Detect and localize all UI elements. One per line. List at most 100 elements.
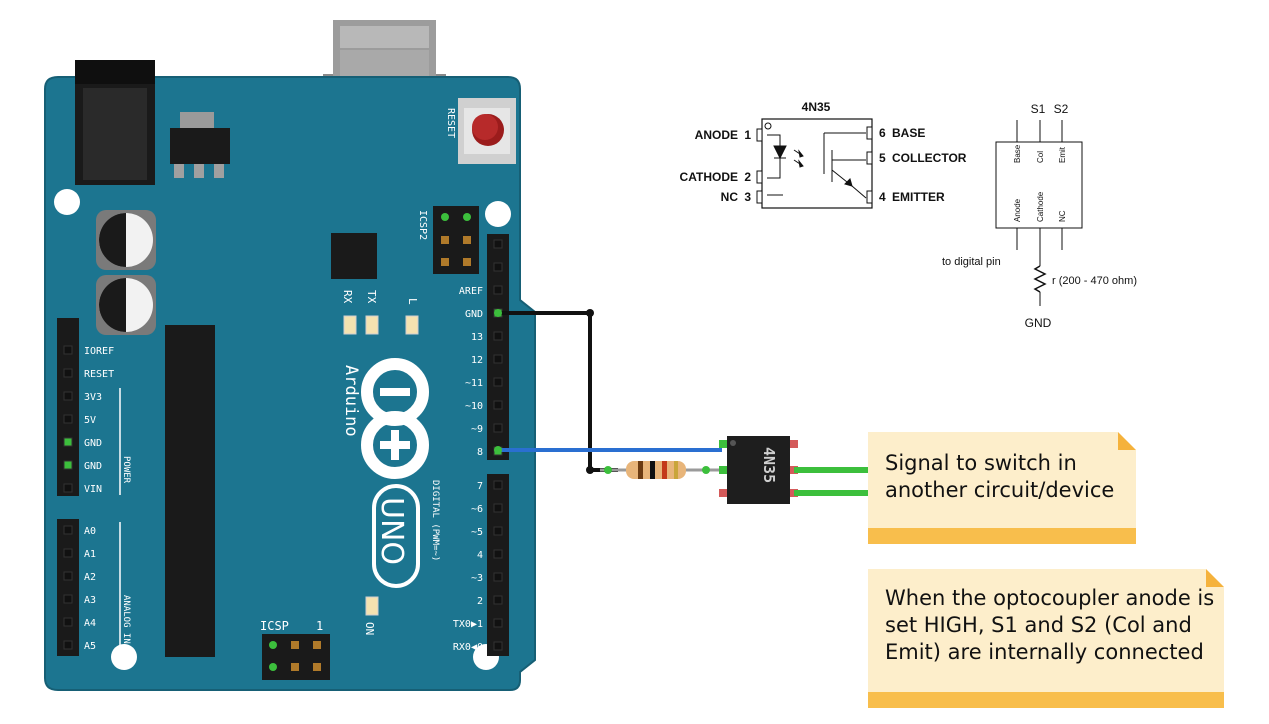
- pinout-pin-name: ANODE: [695, 128, 738, 142]
- optocoupler-chip: [719, 436, 798, 504]
- pinout-pin-number: 2: [744, 170, 751, 184]
- wire-end-pin8: [494, 446, 502, 454]
- pinout-pin-name: CATHODE: [680, 170, 738, 184]
- s1-label: S1: [1031, 102, 1046, 116]
- digital-pin-label: 2: [477, 596, 483, 607]
- analog-pin-label: A4: [84, 618, 96, 629]
- voltage-regulator: [170, 112, 230, 178]
- analog-pin-label: A2: [84, 572, 96, 583]
- analog-pin-label: A1: [84, 549, 96, 560]
- digital-pin-socket: [493, 285, 503, 295]
- l-led: [405, 315, 419, 335]
- digital-pin-label: ~11: [465, 378, 483, 389]
- power-pin-label: 5V: [84, 415, 96, 426]
- icsp2-label: ICSP2: [417, 210, 428, 240]
- pinout-title: 4N35: [802, 100, 831, 114]
- digital-pin-socket: [493, 262, 503, 272]
- analog-group-label: ANALOG IN: [121, 595, 131, 644]
- resistor-label: r (200 - 470 ohm): [1052, 275, 1137, 287]
- wire-end-gnd: [494, 309, 502, 317]
- power-pin-label: GND: [84, 438, 102, 449]
- simplified-body: [995, 141, 1083, 229]
- signal-note: Signal to switch in another circuit/devi…: [868, 432, 1136, 544]
- note-strip: [868, 692, 1224, 708]
- simplified-top-pin-label: Base: [1013, 144, 1022, 163]
- digital-pin-label: ~9: [471, 424, 483, 435]
- gnd-wire-bend: [586, 309, 594, 317]
- tx-led: [365, 315, 379, 335]
- digital-pin-socket: [493, 526, 503, 536]
- gnd-wire-bend: [586, 466, 594, 474]
- analog-pin-sockets: [63, 525, 73, 650]
- uno-badge-outline: [372, 484, 420, 588]
- icsp-pin1-label: 1: [316, 619, 323, 633]
- capacitor: [96, 275, 156, 335]
- power-pin-socket: [63, 391, 73, 401]
- power-group-label: POWER: [121, 456, 131, 484]
- analog-pin-socket: [63, 548, 73, 558]
- note-fold: [1118, 432, 1136, 450]
- pinout-pin-name: EMITTER: [892, 190, 945, 204]
- analog-pin-label: A5: [84, 641, 96, 652]
- digital-pin-label: 8: [477, 447, 483, 458]
- digital-pin-socket: [493, 618, 503, 628]
- resistor: [600, 461, 722, 479]
- pinout-notch: [764, 122, 772, 130]
- reset-label: RESET: [445, 108, 456, 138]
- simplified-resistor: [1033, 265, 1047, 293]
- s2-label: S2: [1054, 102, 1069, 116]
- note-fold: [1206, 569, 1224, 587]
- pinout-pin-lead: [866, 126, 873, 140]
- analog-pin-label: A0: [84, 526, 96, 537]
- rx-label: RX: [341, 290, 354, 304]
- digital-pin-socket: [493, 239, 503, 249]
- note-strip: [868, 528, 1136, 544]
- digital-pin-socket: [493, 503, 503, 513]
- on-led: [365, 596, 379, 616]
- digital-pin-label: 7: [477, 481, 483, 492]
- pinout-pin-lead: [756, 190, 763, 204]
- power-header: [57, 318, 79, 496]
- mounting-hole: [485, 201, 511, 227]
- pinout-pin-number: 1: [744, 128, 751, 142]
- analog-pin-socket: [63, 571, 73, 581]
- power-pin-socket: [63, 414, 73, 424]
- simplified-leads: [1016, 120, 1063, 306]
- pinout-pin-number: 4: [879, 190, 886, 204]
- simplified-top-pin-label: Col: [1036, 151, 1045, 163]
- pinout-pin-name: COLLECTOR: [892, 151, 967, 165]
- digital-pin-label: TX0▶1: [453, 619, 483, 630]
- power-pin-label: IOREF: [84, 346, 114, 357]
- digital-header-top: [487, 234, 509, 460]
- logo-symbols: [380, 388, 410, 460]
- power-pin-label: GND: [84, 461, 102, 472]
- l-label: L: [406, 298, 419, 305]
- digital-pin-label: RX0◀0: [453, 642, 483, 653]
- analog-header: [57, 519, 79, 656]
- pinout-pin-name: BASE: [892, 126, 925, 140]
- pinout-pin-number: 5: [879, 151, 886, 165]
- power-pin-socket: [63, 483, 73, 493]
- digital-pin-label: ~5: [471, 527, 483, 538]
- pinout-pin-lead: [756, 170, 763, 184]
- digital-group-label: DIGITAL (PWM=~): [430, 480, 440, 561]
- simplified-bottom-pin-label: NC: [1058, 210, 1067, 222]
- rx-led: [343, 315, 357, 335]
- pinout-pin-lead: [756, 128, 763, 142]
- icsp-label: ICSP: [260, 619, 289, 633]
- digital-pin-socket: [493, 377, 503, 387]
- reset-button[interactable]: [458, 98, 516, 164]
- power-pin-label: VIN: [84, 484, 102, 495]
- capacitor: [96, 210, 156, 270]
- digital-pin-label: ~6: [471, 504, 483, 515]
- power-jack: [75, 60, 155, 185]
- signal-note-text: Signal to switch in another circuit/devi…: [885, 451, 1115, 502]
- analog-pin-label: A3: [84, 595, 96, 606]
- pinout-pin-lead: [866, 151, 873, 165]
